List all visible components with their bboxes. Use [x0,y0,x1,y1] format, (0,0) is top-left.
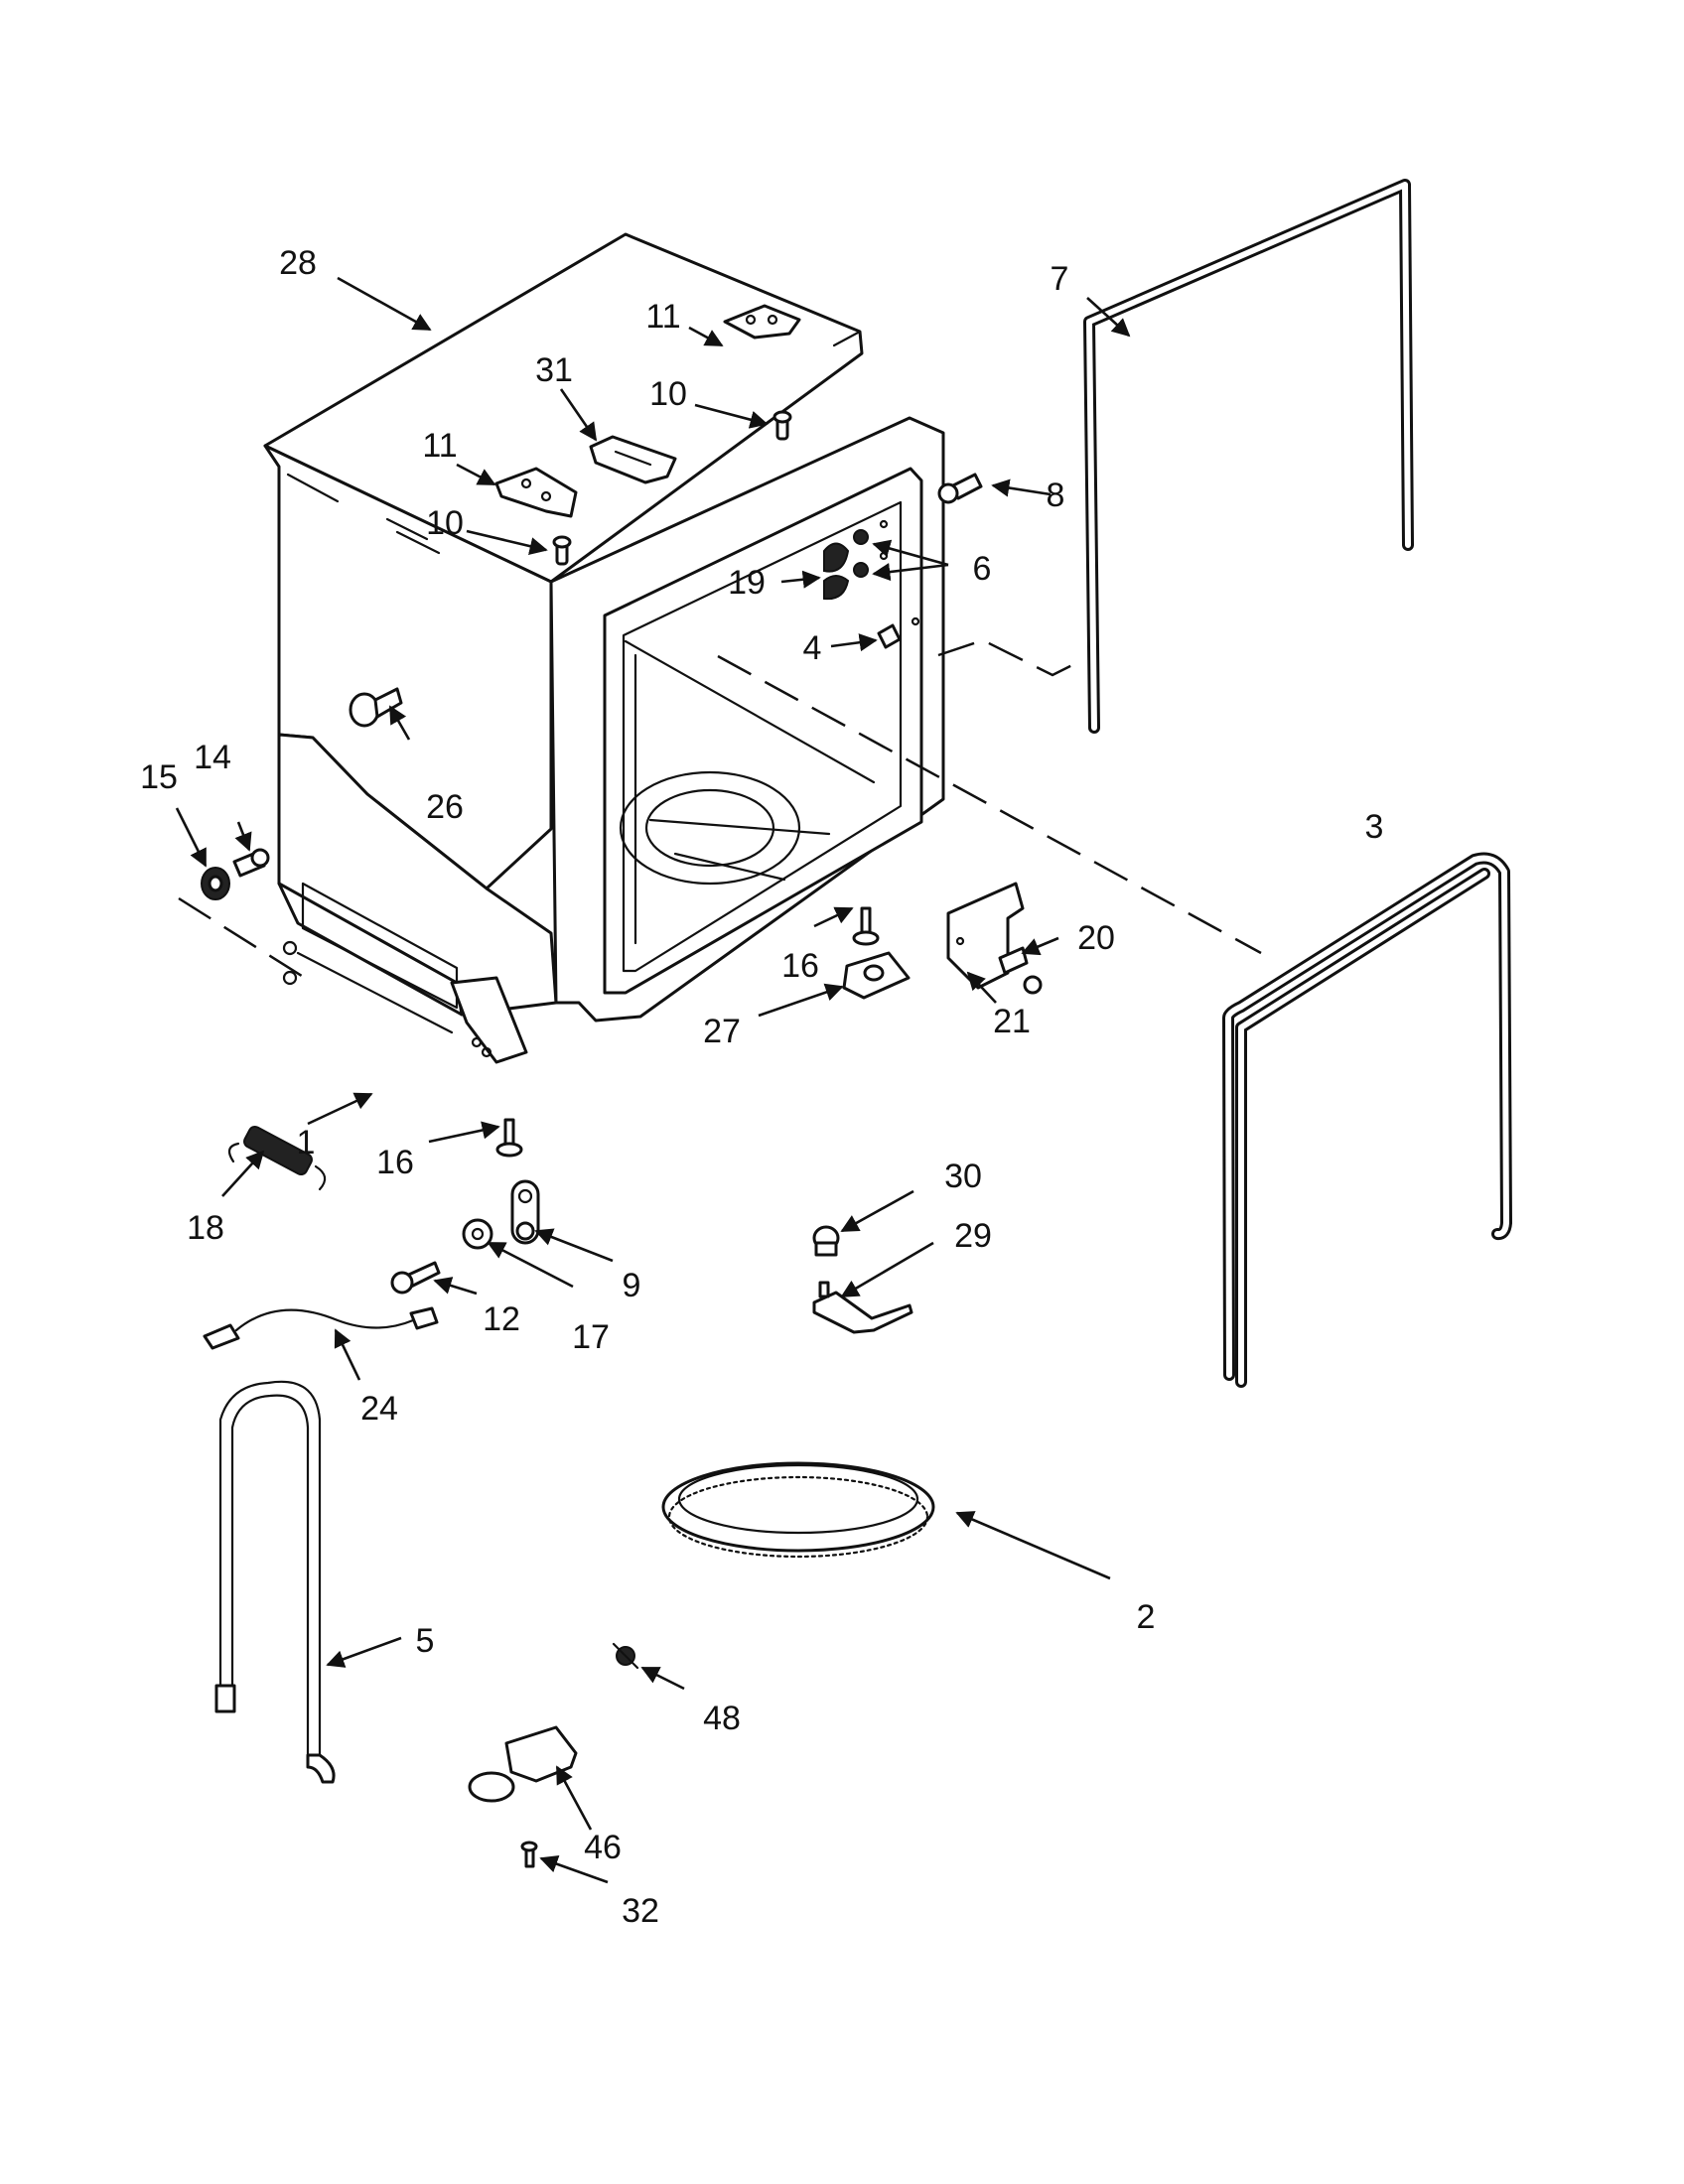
callout-20: 20 [1077,919,1115,957]
plug-part-26 [349,687,403,728]
callout-7: 7 [1051,260,1069,298]
clip-part-19 [823,542,850,601]
clip-part-29 [812,1281,913,1334]
assembly-line-tub-gasket [717,654,1262,955]
callout-30: 30 [944,1158,982,1195]
cap-part-30 [812,1225,840,1257]
bracket-part-21 [946,882,1025,990]
bracket-part-9 [510,1179,540,1245]
callout-16-upper: 16 [781,947,819,985]
callout-10-lower: 10 [426,504,464,542]
hinge-bracket-part-11-lower [494,467,578,518]
assembly-line-door-gasket [937,638,1083,677]
assembly-line-leveling [178,896,314,985]
screw-part-14 [232,848,270,878]
callout-31: 31 [535,351,573,389]
callout-10-upper: 10 [649,375,687,413]
callout-11-lower: 11 [422,427,457,465]
callout-27: 27 [703,1013,741,1050]
callout-24: 24 [360,1390,398,1428]
callout-5: 5 [416,1622,435,1660]
sump-ring-part-2 [661,1461,935,1559]
door-gasket-part-7 [1083,179,1414,734]
callout-1: 1 [297,1124,316,1161]
leader-lines [175,276,1131,1884]
callout-32: 32 [622,1892,659,1930]
callout-2: 2 [1137,1598,1156,1636]
screw-part-32 [520,1841,538,1868]
callout-21: 21 [993,1003,1031,1040]
callout-labels: 28 11 10 31 11 10 8 7 6 19 4 26 14 15 16… [140,244,1383,1930]
callout-9: 9 [623,1267,641,1304]
callout-18: 18 [187,1209,224,1247]
screw-part-8 [937,473,983,504]
screw-part-10-lower [552,535,572,566]
bracket-part-27 [842,951,911,1000]
spring-part-18 [227,1125,327,1191]
callout-48: 48 [703,1700,741,1737]
callout-4: 4 [803,629,822,667]
callout-26: 26 [426,788,464,826]
callout-17: 17 [572,1318,610,1356]
valve-part-46 [468,1725,578,1803]
callout-46: 46 [584,1829,622,1866]
callout-14: 14 [194,739,231,776]
dishwasher-tub [263,232,945,1064]
callout-16-lower: 16 [376,1144,414,1181]
washers-part-6 [853,519,889,578]
hinge-bracket-part-11-upper [723,304,801,340]
tub-gasket-part-3 [1222,852,1512,1388]
leg-part-16-lower [495,1118,523,1158]
drain-hose-part-5 [214,1380,336,1784]
screw-part-10-upper [772,410,792,441]
bolt-part-12 [390,1261,441,1295]
callout-11-upper: 11 [645,298,680,336]
callout-3: 3 [1365,808,1384,846]
roller-part-17 [462,1218,493,1250]
bracket-part-31 [589,435,677,484]
ground-wire-part-24 [203,1306,439,1350]
leveling-foot-part-15 [201,867,230,900]
screw-part-20 [998,946,1043,995]
callout-12: 12 [483,1300,520,1338]
callout-15: 15 [140,758,178,796]
callout-6: 6 [973,550,992,588]
callout-28: 28 [279,244,317,282]
leg-part-16-upper [852,906,880,946]
nut-part-48 [612,1642,639,1670]
callout-8: 8 [1047,477,1065,514]
callout-19: 19 [728,564,766,602]
callout-29: 29 [954,1217,992,1255]
nut-part-4 [877,616,920,649]
